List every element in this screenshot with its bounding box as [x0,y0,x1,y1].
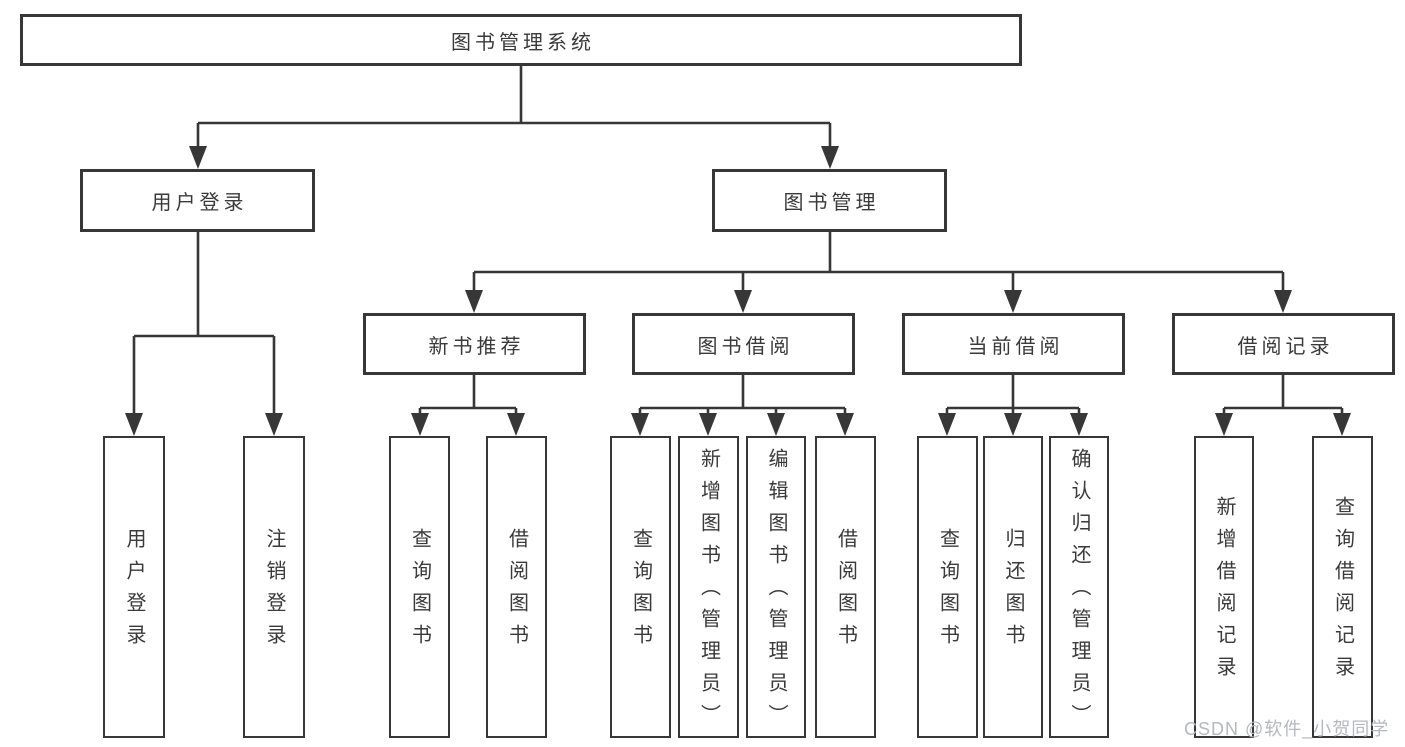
arrow-down-icon [189,146,207,169]
node-leaf-recommend-borrow-book-label: 借阅图书 [505,528,528,656]
node-leaf-add-book-admin-label: 新增图书（管理员） [697,448,720,736]
node-current-borrow: 当前借阅 [902,313,1125,375]
node-book-management-label: 图书管理 [783,192,880,214]
node-leaf-borrow-borrow-book-label: 借阅图书 [834,528,857,656]
node-borrow-records-label: 借阅记录 [1237,335,1334,358]
arrow-down-icon [699,413,717,436]
node-leaf-user-login: 用户登录 [103,436,165,738]
arrow-down-icon [465,290,483,313]
arrow-down-icon [507,413,525,436]
node-leaf-confirm-return-admin: 确认归还（管理员） [1049,436,1109,738]
arrow-down-icon [767,413,785,436]
arrow-down-icon [1070,413,1088,436]
node-new-book-recommend: 新书推荐 [363,313,586,375]
connector-root-to-level2 [196,66,832,152]
node-leaf-recommend-query-book: 查询图书 [389,436,450,738]
arrow-down-icon [1004,290,1022,313]
connector-new-book-recommend-children [418,375,518,421]
arrow-down-icon [836,413,854,436]
node-leaf-return-book: 归还图书 [983,436,1043,738]
node-book-borrow: 图书借阅 [632,313,855,375]
node-leaf-return-book-label: 归还图书 [1002,528,1024,656]
arrow-down-icon [1274,290,1292,313]
arrow-down-icon [411,413,429,436]
connector-borrow-records-children [1222,375,1344,421]
node-new-book-recommend-label: 新书推荐 [428,335,525,358]
node-leaf-borrow-query-book-label: 查询图书 [629,528,652,656]
node-user-login: 用户登录 [80,169,315,232]
arrow-down-icon [125,413,143,436]
node-root-label: 图书管理系统 [451,31,595,54]
node-leaf-logout-label: 注销登录 [263,528,285,656]
arrow-down-icon [1215,413,1233,436]
node-leaf-current-query-book: 查询图书 [917,436,978,738]
node-leaf-query-borrow-record: 查询借阅记录 [1312,436,1373,738]
node-leaf-borrow-borrow-book: 借阅图书 [815,436,876,738]
node-current-borrow-label: 当前借阅 [967,335,1064,358]
node-leaf-recommend-borrow-book: 借阅图书 [486,436,547,738]
arrow-down-icon [734,290,752,313]
node-leaf-edit-book-admin: 编辑图书（管理员） [746,436,806,738]
node-root: 图书管理系统 [20,14,1022,66]
node-leaf-query-borrow-record-label: 查询借阅记录 [1331,496,1354,688]
node-leaf-current-query-book-label: 查询图书 [936,528,959,656]
connector-book-borrow-children [638,375,847,421]
node-leaf-add-borrow-record-label: 新增借阅记录 [1213,496,1235,688]
arrow-down-icon [1333,413,1351,436]
node-leaf-user-login-label: 用户登录 [123,528,145,656]
node-leaf-edit-book-admin-label: 编辑图书（管理员） [765,448,787,736]
arrow-down-icon [265,413,283,436]
arrow-down-icon [821,146,839,169]
arrow-down-icon [1004,413,1022,436]
node-leaf-logout: 注销登录 [243,436,305,738]
arrow-down-icon [631,413,649,436]
node-book-borrow-label: 图书借阅 [697,335,794,358]
node-book-management: 图书管理 [712,169,947,232]
arrow-down-icon [938,413,956,436]
node-leaf-add-book-admin: 新增图书（管理员） [678,436,739,738]
node-leaf-add-borrow-record: 新增借阅记录 [1194,436,1254,738]
node-borrow-records: 借阅记录 [1172,313,1395,375]
connector-user-login-children [132,232,276,421]
node-leaf-recommend-query-book-label: 查询图书 [408,528,431,656]
csdn-watermark: CSDN @软件_小贺同学 [1184,719,1390,739]
connector-book-management-children [472,232,1285,298]
node-leaf-confirm-return-admin-label: 确认归还（管理员） [1068,448,1090,736]
node-leaf-borrow-query-book: 查询图书 [610,436,671,738]
node-user-login-label: 用户登录 [151,192,248,214]
